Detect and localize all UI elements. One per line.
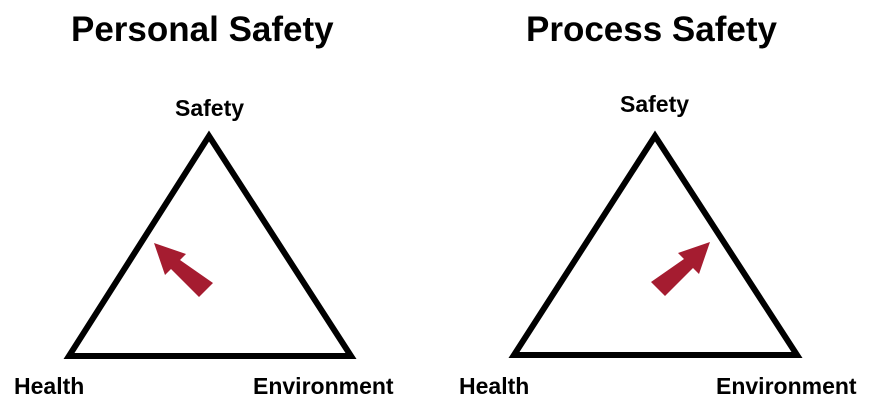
personal-safety-vertex-safety: Safety (175, 95, 245, 121)
process-safety-diagram: Process Safety Safety Health Environment (448, 0, 896, 411)
process-safety-vertex-environment: Environment (716, 373, 857, 399)
process-safety-triangle (508, 130, 803, 358)
process-safety-triangle-graphic (508, 130, 803, 358)
personal-safety-diagram: Personal Safety Safety Health Environmen… (14, 10, 394, 399)
process-safety-arrow (651, 242, 710, 296)
personal-safety-triangle (63, 130, 357, 359)
personal-safety-triangle-graphic (63, 130, 357, 359)
personal-safety-vertex-environment: Environment (253, 373, 394, 399)
personal-safety-title: Personal Safety (71, 10, 334, 49)
process-safety-title: Process Safety (526, 10, 777, 49)
personal-safety-vertex-health: Health (14, 373, 85, 399)
process-safety-vertex-safety: Safety (620, 91, 690, 117)
process-safety-vertex-health: Health (459, 373, 530, 399)
personal-safety-arrow (154, 243, 213, 297)
